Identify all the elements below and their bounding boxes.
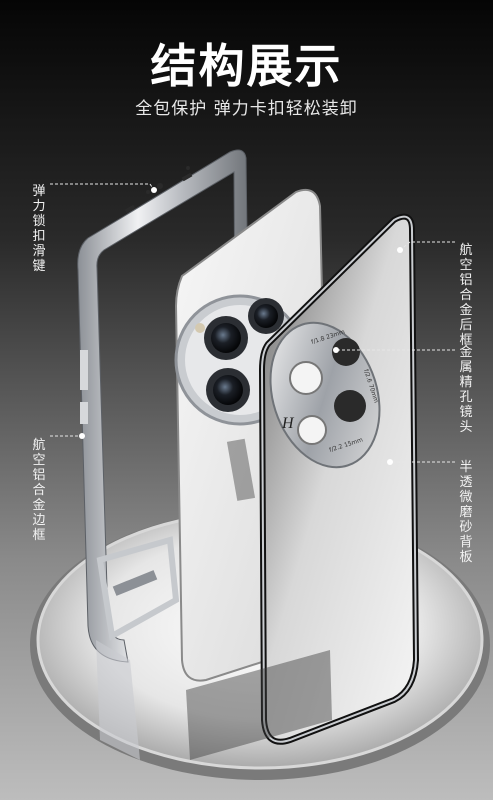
back-plate: H f/1.8 23mm f/2.6 70mm f/2.2 15mm — [258, 213, 420, 745]
callout-lines — [50, 183, 455, 463]
callout-aluminum-frame: 航空铝合金边框 — [32, 438, 46, 543]
callout-aluminum-back-frame: 航空铝合金后框 — [459, 243, 473, 348]
callout-frosted-back: 半透微磨砂背板 — [459, 460, 473, 565]
page-title: 结构展示 — [150, 39, 343, 93]
brand-mark: H — [281, 415, 295, 432]
bumper-frame — [77, 149, 251, 663]
page-subtitle: 全包保护 弹力卡扣轻松装卸 — [135, 99, 358, 119]
callout-slider-lock: 弹力锁扣滑键 — [32, 184, 46, 274]
button-cutout — [80, 350, 88, 390]
callout-metal-lens: 金属精孔镜头 — [459, 345, 473, 435]
